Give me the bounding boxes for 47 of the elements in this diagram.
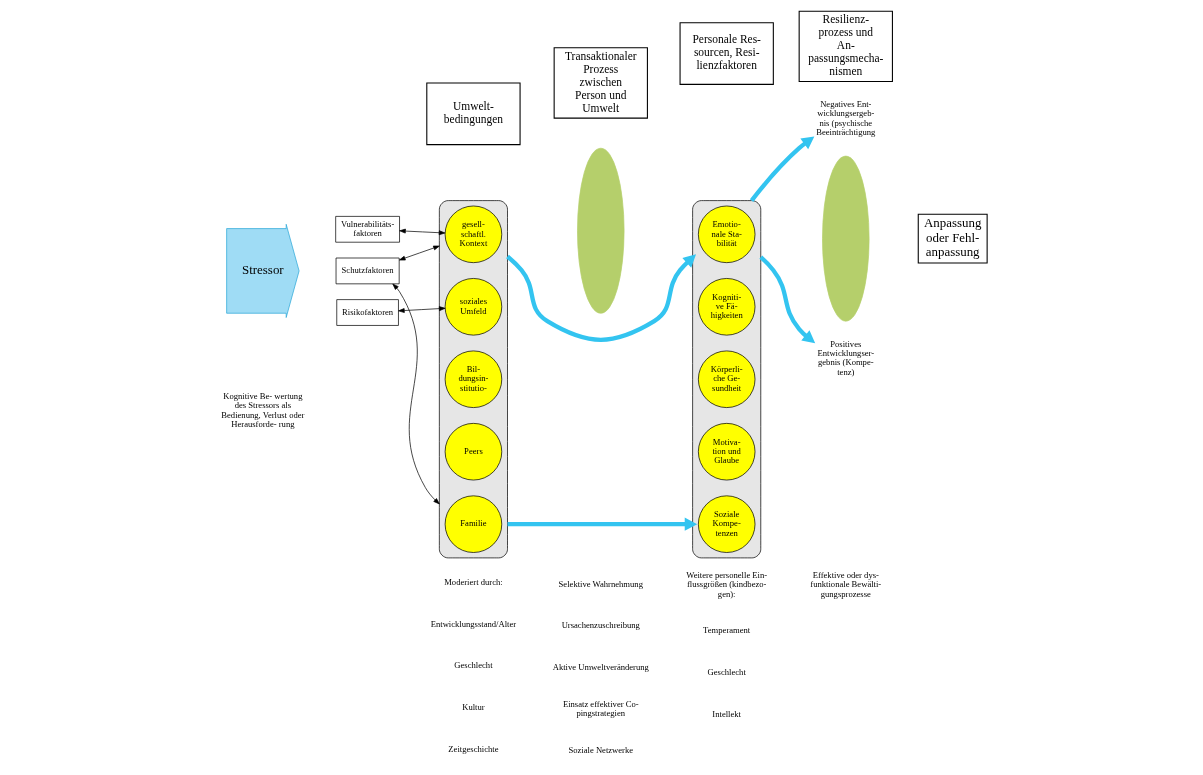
node-box: Personale Res- sourcen, Resi- lienzfaktoren	[679, 22, 774, 85]
node-box: Schutzfaktoren	[335, 257, 400, 285]
node-box: Risikofaktoren	[336, 299, 399, 326]
arrow	[749, 136, 815, 202]
arrow	[392, 283, 440, 505]
node-circle: Emotio- nale Sta- bilität	[698, 205, 756, 264]
arrow	[506, 254, 697, 342]
label: Effektive oder dys- funktionale Bewälti- gungsprozesse	[810, 570, 882, 599]
label: Temperament	[703, 625, 751, 636]
node-ellipse	[822, 155, 870, 322]
node-box: Vulnerabilitäts- faktoren	[335, 216, 400, 243]
node-box: Transaktionaler Prozess zwischen Person und Umwelt	[553, 47, 648, 119]
node-box: Resilienz- prozess und An- passungsmecha- nismen	[798, 10, 893, 83]
node-circle: gesell- schaftl. Kontext	[444, 205, 503, 264]
label: Zeitgeschichte	[448, 743, 499, 754]
arrow	[507, 517, 698, 531]
arrow	[399, 228, 446, 236]
node-circle: Kogniti- ve Fä- higkeiten	[698, 278, 756, 336]
label: Geschlecht	[454, 660, 493, 671]
label: Moderiert durch:	[444, 577, 503, 588]
arrow	[398, 306, 446, 313]
node-ellipse	[577, 147, 625, 314]
label: Intellekt	[712, 708, 742, 719]
label: Geschlecht	[707, 666, 746, 677]
arrow	[399, 245, 440, 261]
node-circle: Soziale Kompe- tenzen	[698, 495, 756, 553]
node-circle: Peers	[444, 423, 503, 481]
node-box: Anpassung oder Fehl- anpassung	[917, 213, 988, 264]
label: Entwicklungsstand/Alter	[430, 618, 517, 629]
label: Einsatz effektiver Co- pingstrategien	[562, 698, 639, 719]
arrow	[759, 255, 816, 344]
node-circle: Körperli- che Ge- sundheit	[698, 350, 756, 408]
node-circle: Bil- dungsin- stitutio-	[444, 350, 503, 408]
cluster	[692, 200, 762, 559]
label: Soziale Netzwerke	[568, 745, 634, 756]
label: Kultur	[462, 702, 485, 713]
label: Aktive Umweltveränderung	[552, 661, 649, 672]
node-text: Negatives Ent- wicklungsergeb- nis (psychische Beeinträchtigung	[816, 99, 876, 138]
node-circle: Motiva- tion und Glaube	[698, 423, 756, 481]
node-circle: Familie	[444, 495, 503, 553]
node-box: Umwelt- bedingungen	[426, 82, 521, 146]
label: Kognitive Be- wertung des Stressors als Bedienung, Verlust oder Herausforde- rung	[221, 391, 305, 430]
label: Ursachenzuschreibung	[561, 620, 640, 631]
node-circle: soziales Umfeld	[444, 278, 503, 336]
label: Weitere personelle Ein- flussgrößen (kindbezo- gen):	[686, 570, 768, 599]
label: Selektive Wahrnehmung	[558, 578, 643, 589]
node-text: Positives Entwicklungser- gebnis (Kompe- tenz)	[817, 338, 875, 377]
